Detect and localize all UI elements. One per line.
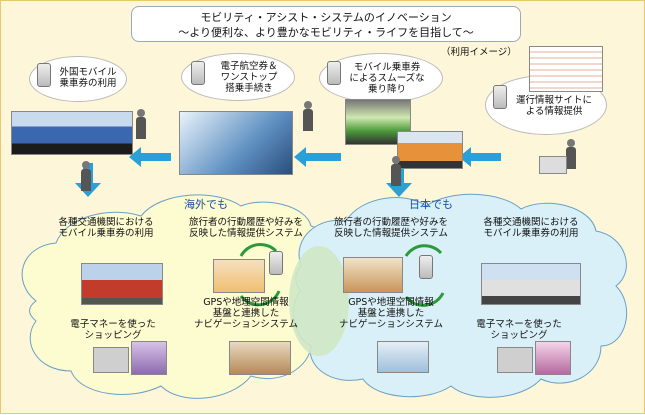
bus-photo [397, 131, 463, 169]
business-person-figure [566, 139, 576, 169]
cycle-arrow-left [239, 243, 278, 257]
phone-icon [269, 251, 283, 275]
train-photo [11, 111, 133, 155]
japan-register-photo [497, 347, 533, 373]
arrow-left-2 [294, 147, 341, 167]
mobile-ticket-smooth-label: モバイル乗車券 によるスムーズな 乗り降り [349, 62, 425, 95]
japan-shop-photo [535, 341, 571, 375]
cycle-arrow-right [404, 244, 443, 257]
phone-icon [327, 61, 341, 85]
overlap-region [289, 246, 349, 356]
japan-history-info-system: 旅行者の行動履歴や好みを 反映した情報提供システム [333, 217, 448, 239]
japan-transit-photo [481, 263, 581, 305]
overseas-gps-navigation: GPSや地理空間情報 基盤と連携した ナビゲーションシステム [193, 297, 299, 330]
japan-gps-navigation: GPSや地理空間情報 基盤と連携した ナビゲーションシステム [338, 297, 444, 330]
japan-restaurant-photo [343, 257, 403, 293]
cycle-arrow-left-2 [239, 290, 281, 307]
cycle-arrow-right-2 [404, 292, 445, 307]
overseas-shop-photo [131, 341, 167, 375]
overseas-phone-hand-photo [213, 259, 265, 293]
phone-icon [419, 255, 433, 279]
traveler-figure [81, 161, 91, 191]
usage-image-label: （利用イメージ） [441, 47, 517, 58]
airport-photo [179, 111, 293, 175]
phone-icon [37, 63, 51, 87]
traveler-figure [136, 109, 146, 139]
phone-icon [493, 85, 507, 109]
overseas-emoney-shopping: 電子マネーを使った ショッピング [70, 319, 156, 341]
overseas-history-info-system: 旅行者の行動履歴や好みを 反映した情報提供システム [188, 217, 303, 239]
japan-map-photo [377, 341, 429, 373]
website-screenshot-image [529, 46, 603, 92]
e-ticket-label: 電子航空券＆ ワンストップ 搭乗手続き [220, 61, 278, 94]
traveler-figure [303, 101, 313, 131]
overseas-transit-mobile-ticket: 各種交通機関における モバイル乗車券の利用 [58, 217, 154, 239]
traveler-figure [391, 156, 401, 186]
overseas-city-transit-photo [81, 263, 163, 305]
overseas-label: 海外でも [184, 198, 228, 211]
japan-emoney-shopping: 電子マネーを使った ショッピング [476, 319, 562, 341]
japan-label: 日本でも [409, 198, 453, 211]
overseas-street-photo [229, 341, 291, 375]
register-photo [93, 347, 129, 373]
overseas-mobile-ticket-label: 外国モバイル 乗車券の利用 [59, 67, 117, 89]
laptop-icon [539, 156, 567, 174]
operation-info-label: 運行情報サイトに よる情報提供 [515, 95, 592, 117]
japan-transit-mobile-ticket: 各種交通機関における モバイル乗車券の利用 [483, 217, 579, 239]
phone-icon [191, 61, 205, 85]
arrow-left-1 [129, 147, 171, 167]
arrow-left-3 [459, 147, 501, 167]
diagram-title: モビリティ・アシスト・システムのイノベーション ～より便利な、より豊かなモビリテ… [131, 6, 521, 42]
